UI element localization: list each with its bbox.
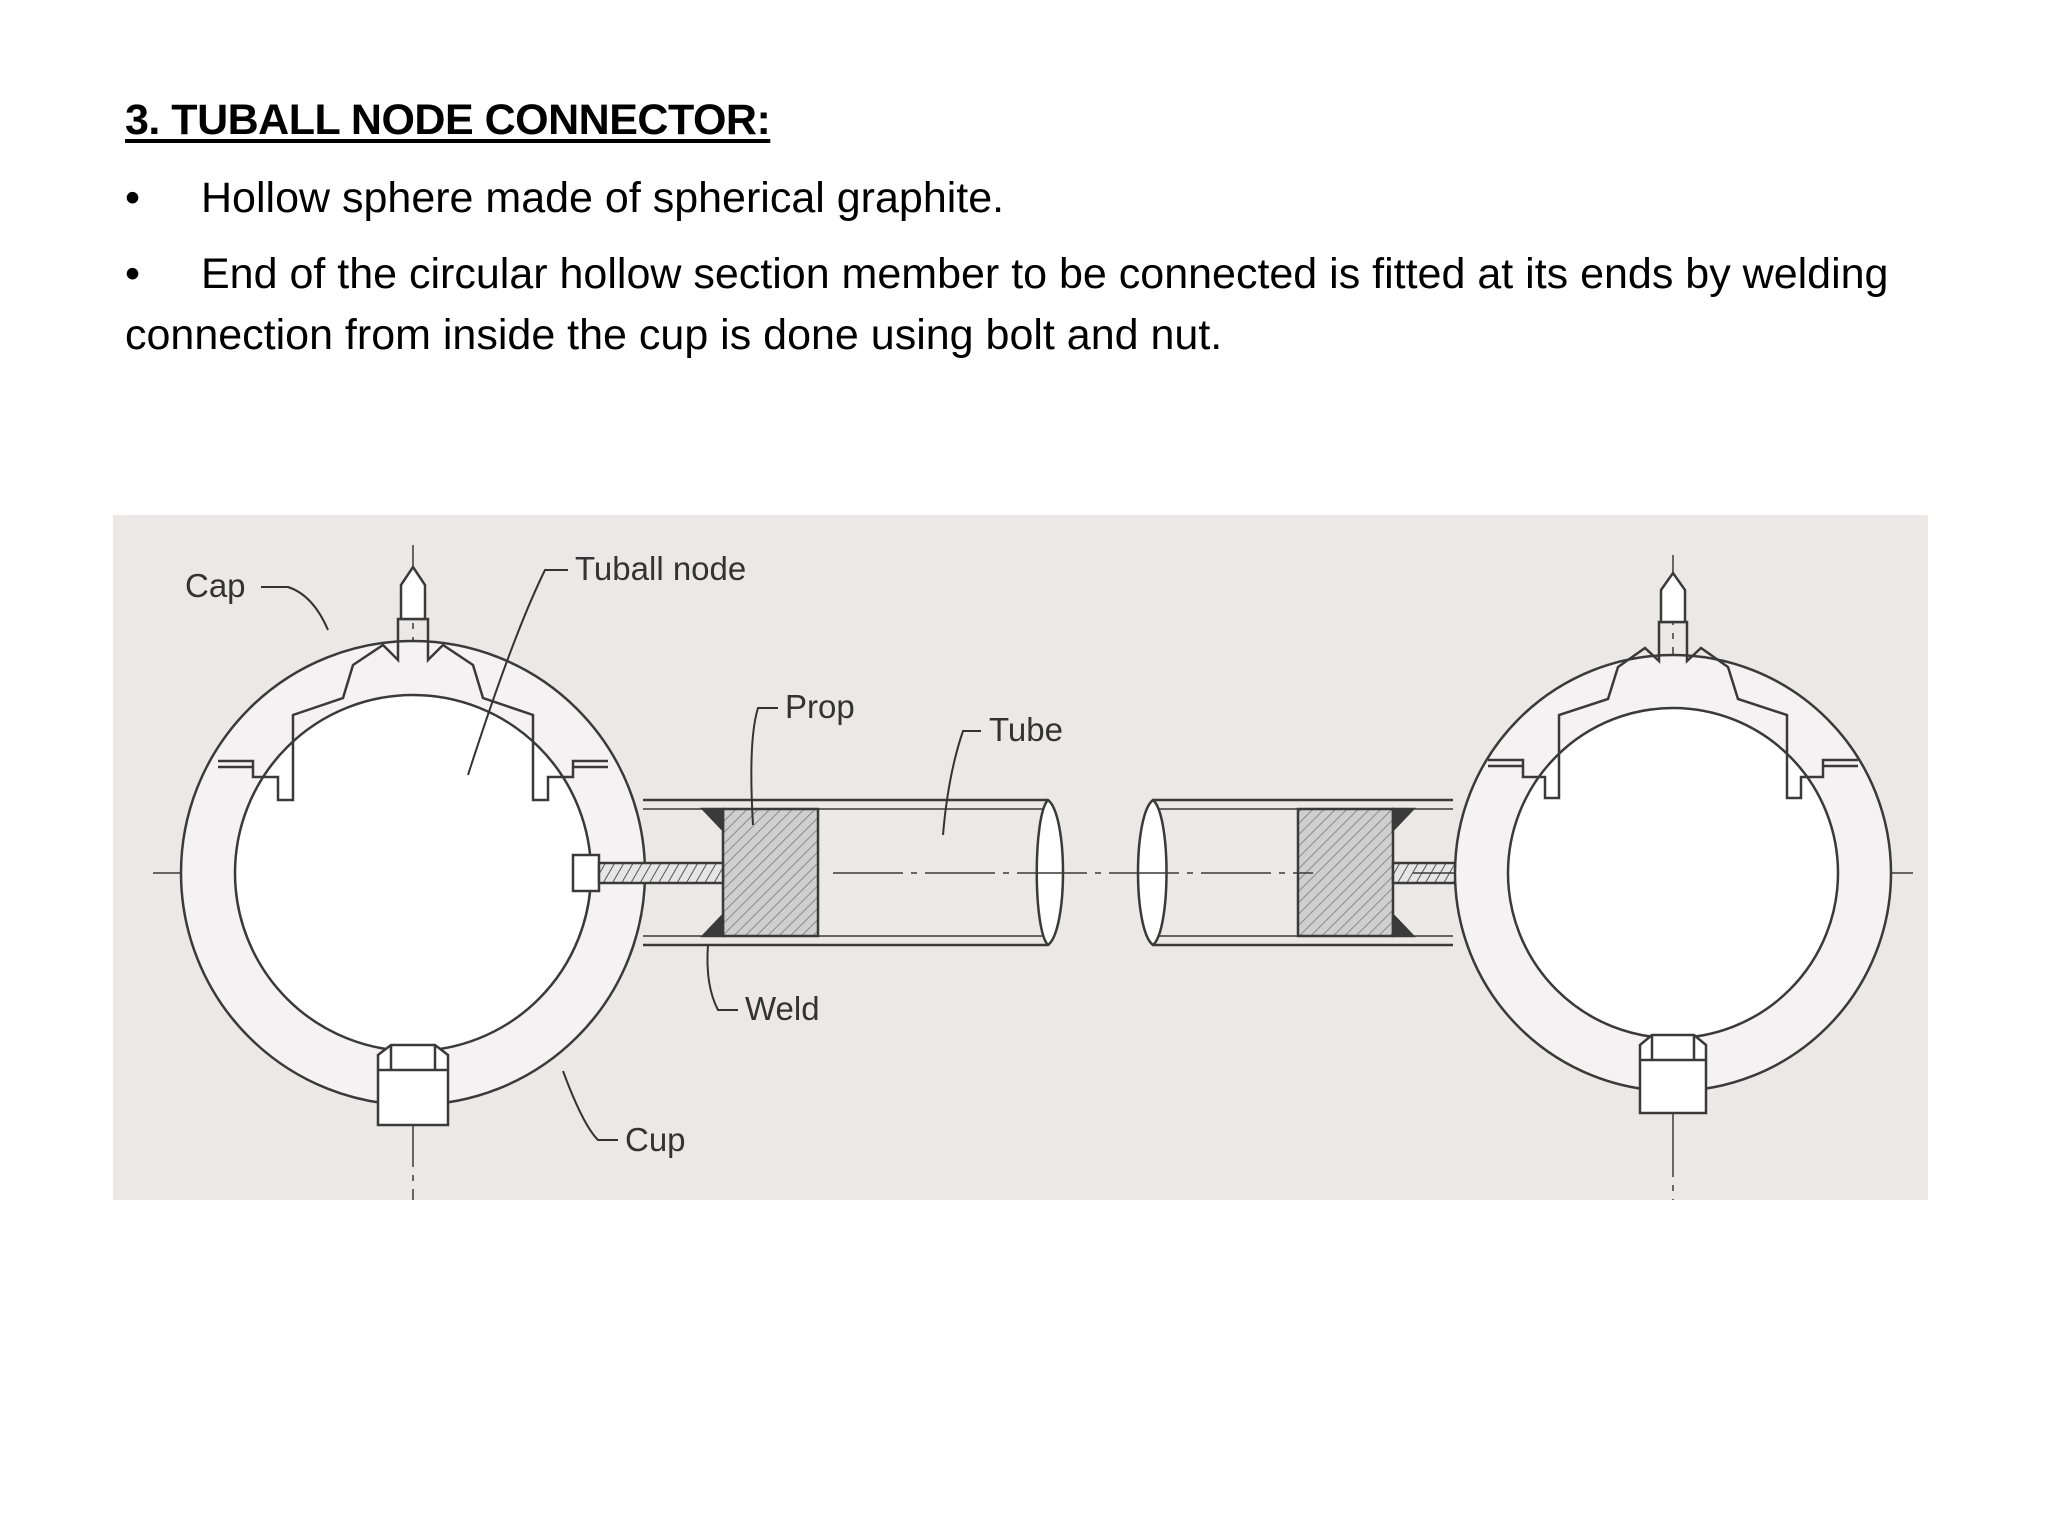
bullet-text: Hollow sphere made of spherical graphite… [201,174,1005,222]
bullet-item: •End of the circular hollow section memb… [125,244,1925,366]
prop-block [1296,807,1395,938]
bolt-head [571,853,601,893]
bottom-key [1638,1033,1708,1115]
prop-block [721,807,820,938]
left-member [597,798,1065,947]
bullet-text: End of the circular hollow section membe… [125,250,1889,359]
label-tuball-node: Tuball node [575,550,746,587]
left-node [153,545,693,1200]
diagram-svg: Cap Tuball node Prop Tube Weld Cup [113,515,1928,1200]
bottom-key [376,1043,450,1127]
bullet-dot: • [125,174,141,222]
label-tube: Tube [989,711,1063,748]
cap-key [1659,570,1687,624]
tuball-node-diagram: Cap Tuball node Prop Tube Weld Cup [113,515,1928,1200]
tube-body [1153,798,1453,947]
slide-heading: 3. TUBALL NODE CONNECTOR: [125,96,771,144]
weld-top [1391,807,1416,834]
prop-leader [750,707,778,826]
tube-body [643,798,1048,947]
label-cap: Cap [185,567,246,604]
right-node [1413,555,1913,1200]
hollow-interior [233,693,593,1053]
hollow-interior [1506,706,1840,1040]
bolt-thread [597,861,725,885]
weld-leader [706,944,738,1011]
cup-leader [562,1070,618,1141]
tuball-node-leader [467,569,568,776]
cap-leader [261,586,329,631]
bullet-item: • Hollow sphere made of spherical graphit… [125,168,1004,229]
bullet-dot: • [125,250,141,298]
label-cup: Cup [625,1121,686,1158]
weld-top [700,807,725,834]
tube-leader [942,730,981,836]
cap-key [399,564,427,621]
label-weld: Weld [745,990,820,1027]
label-prop: Prop [785,688,855,725]
leader-lines [261,569,981,1141]
weld-bottom [700,911,725,938]
weld-bottom [1391,911,1416,938]
